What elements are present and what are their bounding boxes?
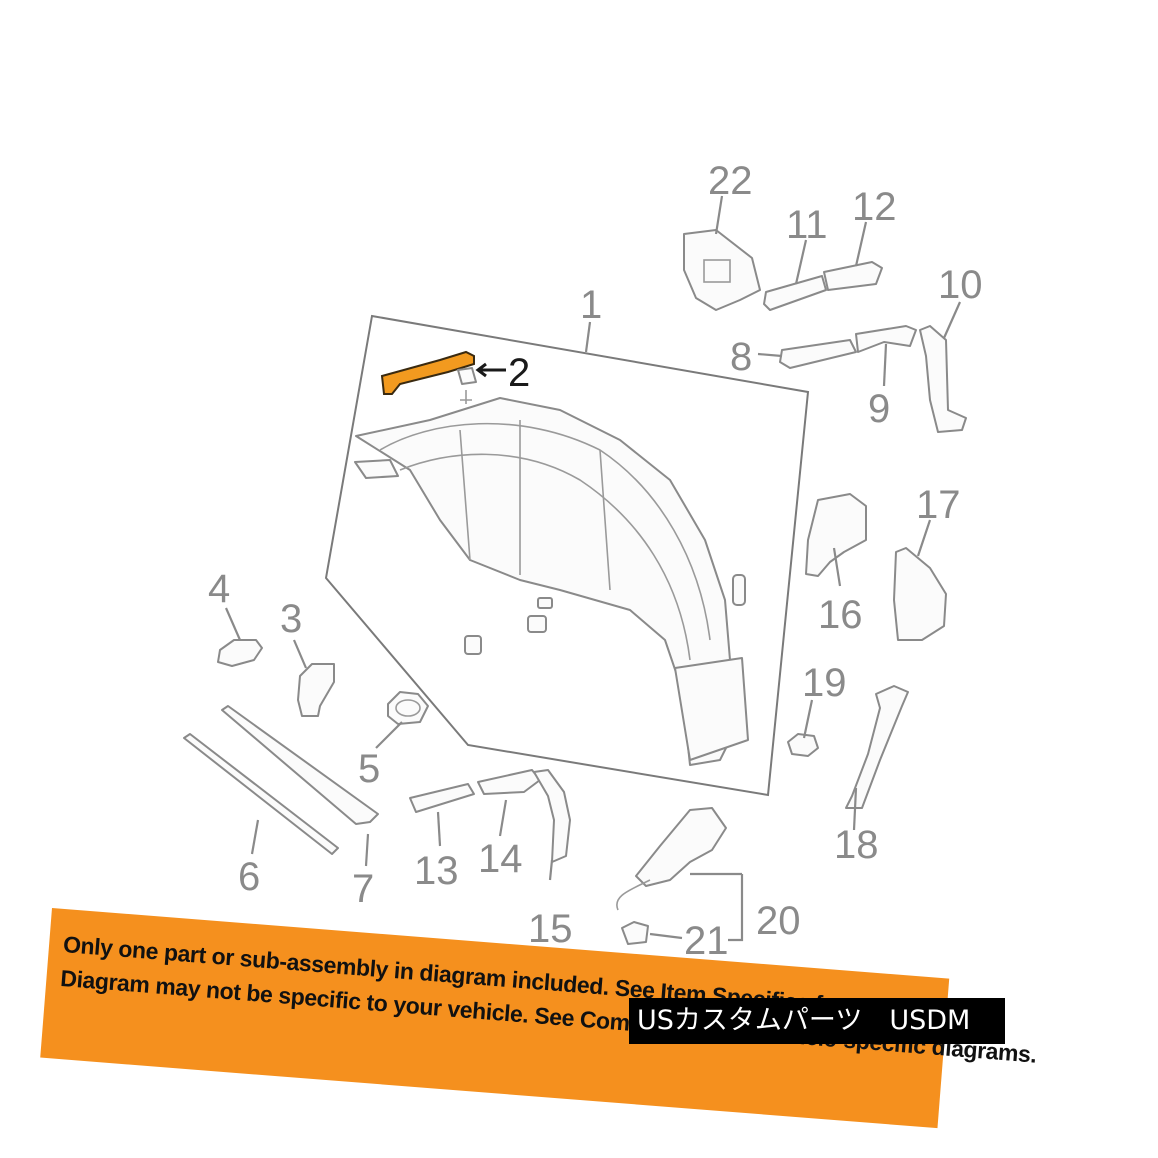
callout-20: 20 <box>756 899 801 943</box>
part-22 <box>683 229 761 311</box>
callout-16: 16 <box>818 593 863 637</box>
part-10 <box>919 325 967 433</box>
part-21 <box>621 921 649 945</box>
callout-22: 22 <box>708 159 753 203</box>
part-16 <box>805 493 867 577</box>
part-17 <box>893 547 947 641</box>
part-13 <box>409 783 475 813</box>
callout-3: 3 <box>280 597 302 641</box>
part-3 <box>297 663 335 717</box>
part-20 <box>616 807 727 911</box>
part-5 <box>387 691 429 725</box>
callouts: 1 2 3 4 5 6 7 8 9 10 11 12 13 14 15 16 1… <box>208 159 983 963</box>
callout-17: 17 <box>916 483 961 527</box>
callout-12: 12 <box>852 185 897 229</box>
part-18 <box>845 685 909 809</box>
part-2-highlighted <box>380 350 477 404</box>
part-1-assembly <box>324 314 810 797</box>
callout-21: 21 <box>684 919 729 963</box>
callout-2: 2 <box>508 351 530 395</box>
callout-6: 6 <box>238 855 260 899</box>
shop-watermark: USカスタムパーツ USDM <box>629 998 1005 1044</box>
callout-10: 10 <box>938 263 983 307</box>
callout-4: 4 <box>208 567 230 611</box>
callout-14: 14 <box>478 837 523 881</box>
callout-8: 8 <box>730 335 752 379</box>
callout-7: 7 <box>352 867 374 911</box>
callout-18: 18 <box>834 823 879 867</box>
part-12 <box>823 261 883 291</box>
part-8 <box>779 339 857 369</box>
part-7 <box>221 705 379 825</box>
part-9 <box>855 325 917 353</box>
part-14 <box>477 769 541 795</box>
callout-9: 9 <box>868 387 890 431</box>
callout-11: 11 <box>786 203 828 247</box>
callout-15: 15 <box>528 907 573 951</box>
part-15 <box>533 769 571 863</box>
callout-19: 19 <box>802 661 847 705</box>
part-19 <box>787 733 819 757</box>
callout-1: 1 <box>580 283 602 327</box>
leader-lines <box>224 195 962 942</box>
part-11 <box>763 275 827 311</box>
callout-5: 5 <box>358 747 380 791</box>
part-6 <box>183 733 339 855</box>
callout-13: 13 <box>414 849 459 893</box>
part-4 <box>217 639 263 667</box>
